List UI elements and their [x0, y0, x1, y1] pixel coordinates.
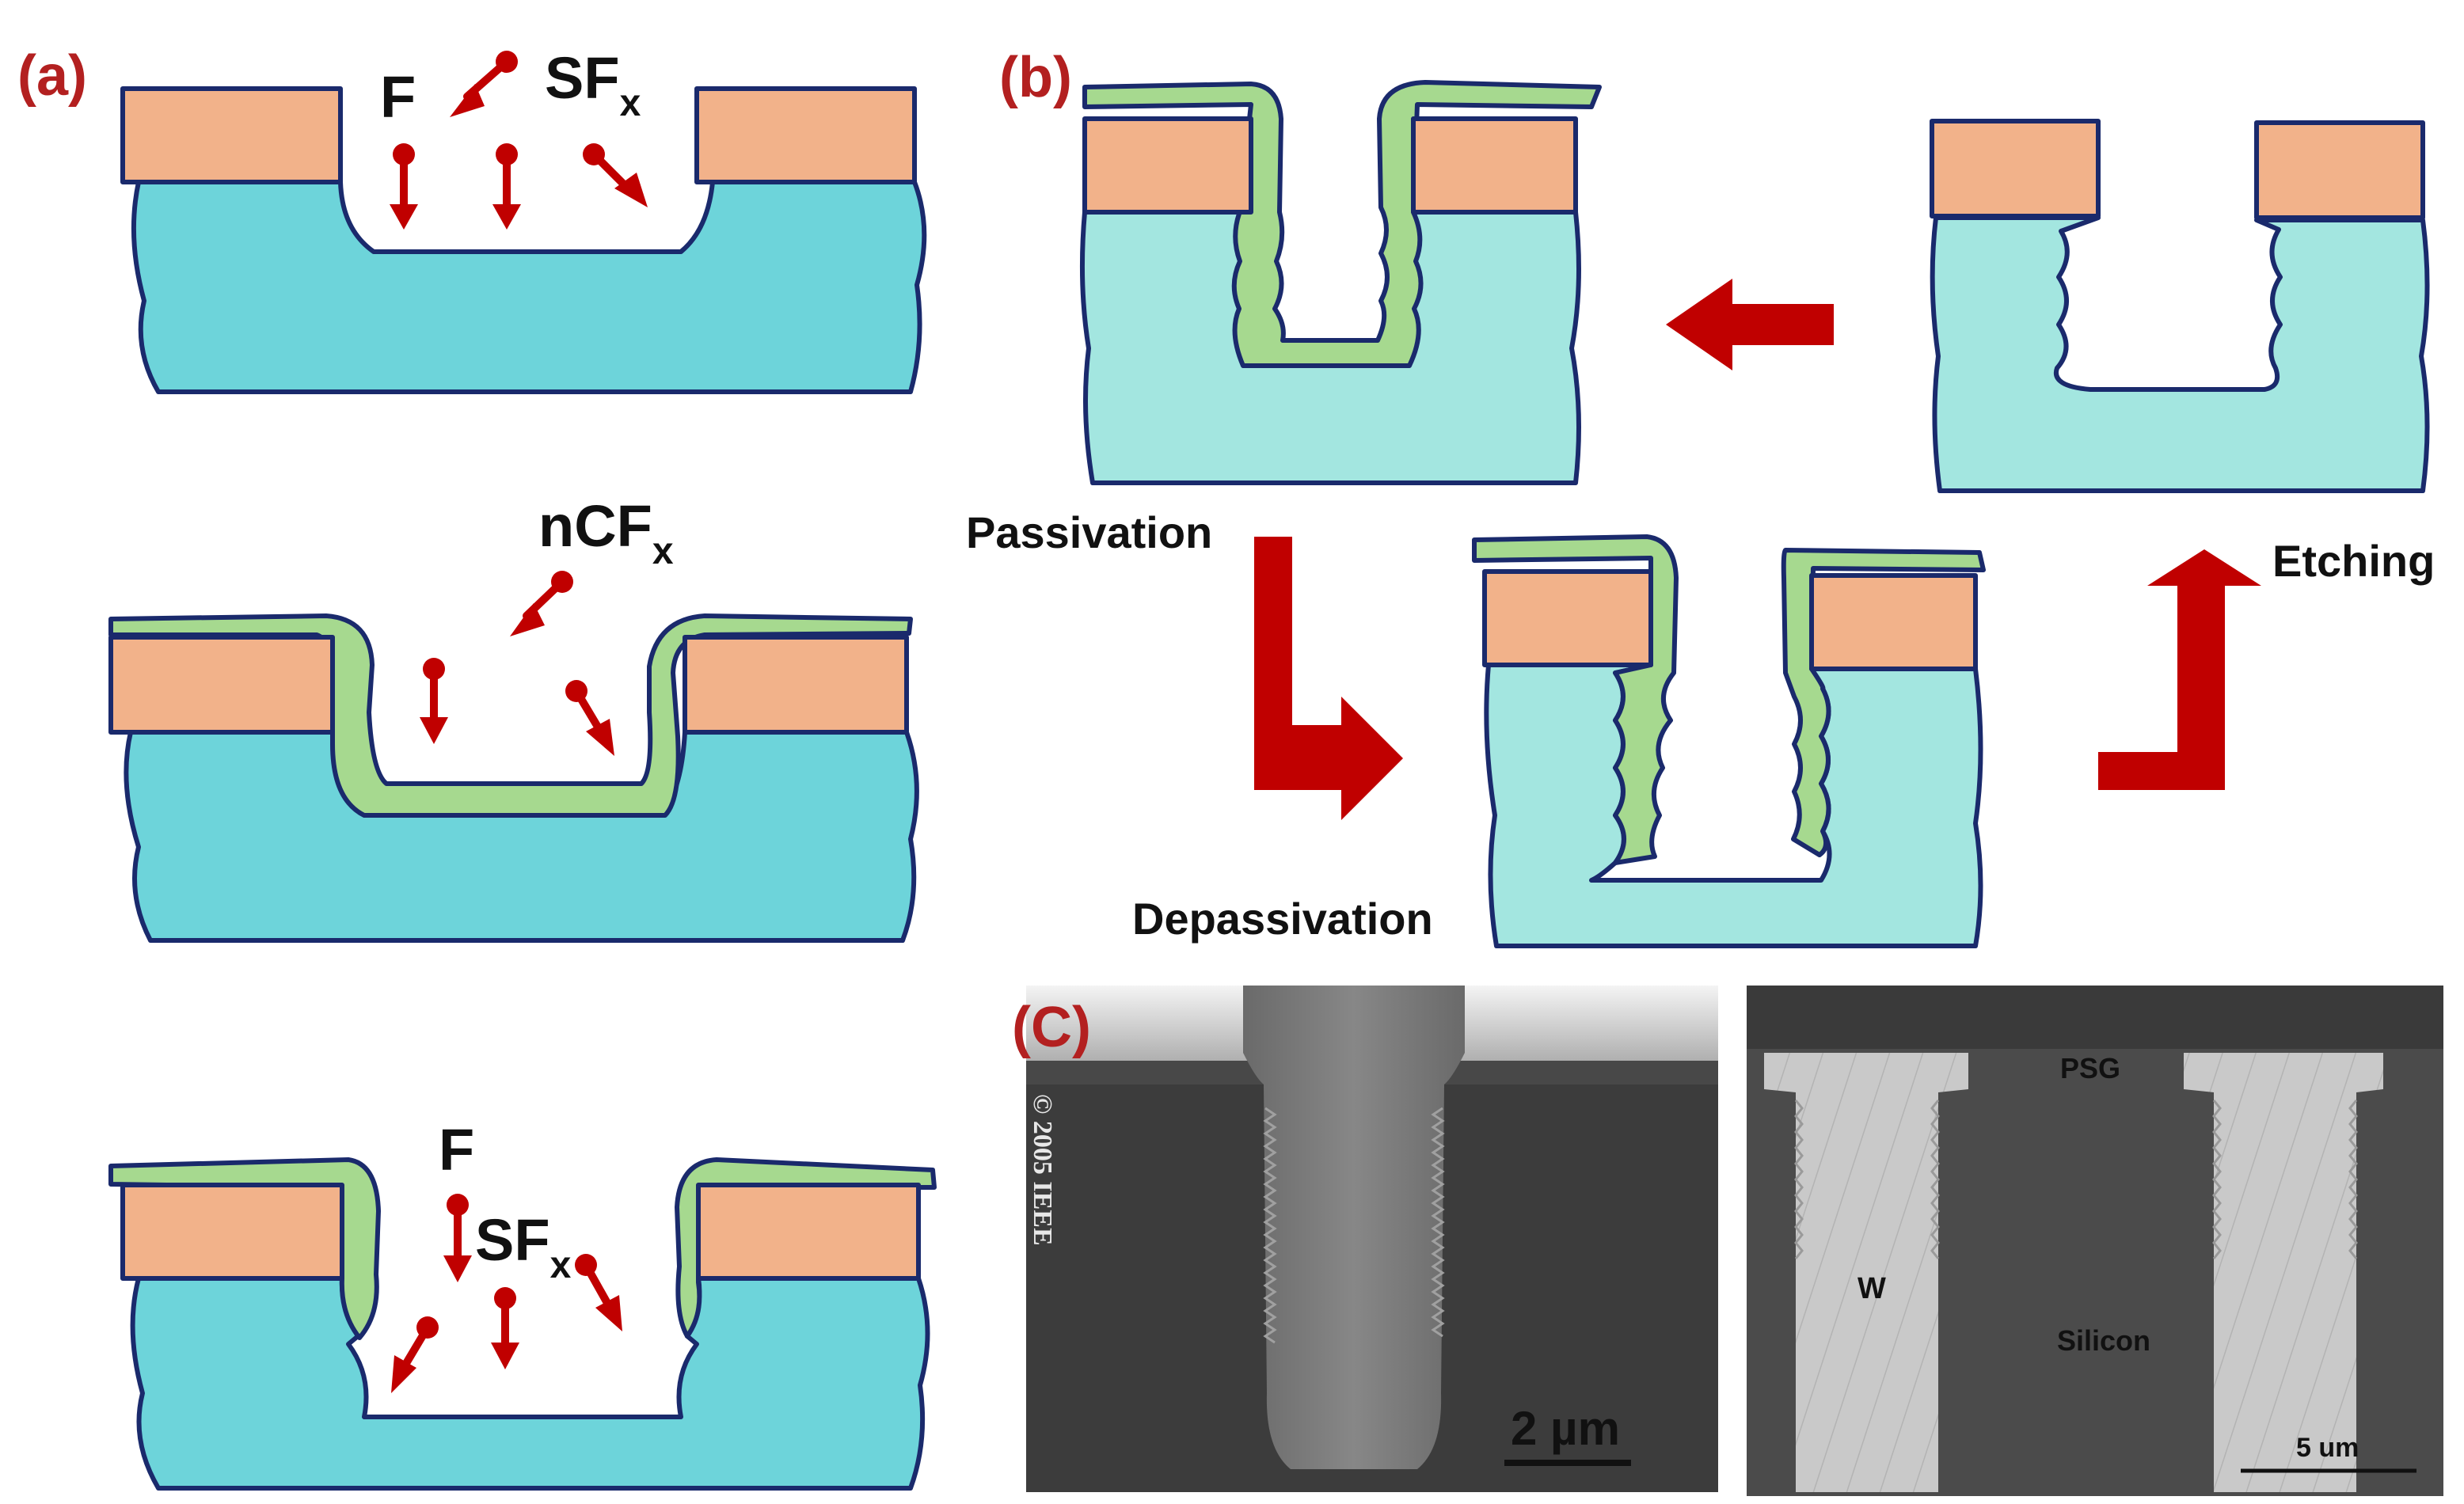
substrate-a2: [124, 730, 919, 943]
ion-label-sfx-a3: SFx: [475, 1207, 572, 1286]
cycle-label-passivation: Passivation: [966, 507, 1212, 557]
ion-arrow: [443, 1194, 472, 1282]
sem-trench-fill: [1243, 986, 1465, 1469]
ion-arrow: [583, 143, 648, 207]
panel-label-a: (a): [17, 44, 87, 108]
diagram-a2-passivation: [108, 613, 919, 943]
cycle-arrows: [1254, 279, 2261, 820]
ion-arrow: [391, 1316, 439, 1393]
mask-b1-right: [1411, 116, 1578, 215]
sem-copyright: © 2005 IEEE: [1028, 1094, 1057, 1246]
sem-w-edge-scallops: [1794, 1100, 2358, 1259]
substrate-a1: [131, 180, 927, 394]
sem-label-w: W: [1858, 1272, 1886, 1305]
diagram-b1-passivated-trench: [1079, 80, 1602, 485]
arrow-depassivation-to-etching: [2098, 549, 2261, 790]
ion-label-f-a1: F: [380, 64, 416, 130]
ion-label-sfx-a3-main: SF: [475, 1207, 550, 1273]
passivation-b3: [1472, 534, 1986, 865]
mask-a1-right: [694, 86, 917, 184]
passivation-b1: [1082, 80, 1602, 368]
mask-b2-left: [1930, 119, 2101, 218]
passivation-a2: [108, 613, 913, 818]
ion-label-ncfx-a2-sub: x: [652, 530, 674, 572]
ion-arrow: [510, 571, 573, 636]
ion-arrow: [492, 143, 521, 230]
ion-arrow: [390, 143, 418, 230]
arrow-passivation-to-depassivation: [1254, 537, 1403, 820]
substrate-b3: [1484, 663, 1983, 948]
sem-scale-label-left: 2 µm: [1511, 1402, 1620, 1455]
mask-a2-left: [108, 635, 335, 735]
ion-label-f-a3: F: [439, 1117, 474, 1183]
sem-scale-label-right: 5 um: [2296, 1433, 2359, 1463]
ion-label-sfx-a1-sub: x: [620, 82, 641, 124]
ion-label-ncfx-a2-main: nCF: [538, 493, 652, 559]
mask-a2-right: [683, 635, 909, 735]
ion-arrows-a1: [390, 51, 648, 230]
ion-arrows-a2: [420, 571, 614, 756]
substrate-b2: [1930, 215, 2430, 493]
ion-arrow: [450, 51, 518, 117]
mask-a3-right: [696, 1183, 921, 1281]
cycle-label-etching: Etching: [2272, 536, 2435, 586]
ion-label-sfx-a3-sub: x: [550, 1244, 572, 1286]
mask-a1-left: [120, 86, 343, 184]
ion-label-sfx-a1-main: SF: [545, 45, 620, 111]
diagram-a1-etch: [120, 86, 927, 394]
passivation-a3-left: [108, 1157, 381, 1340]
diagram-a3-etch: [108, 1157, 937, 1491]
sem-label-silicon: Silicon: [2057, 1324, 2150, 1357]
diagram-b3-depassivated-trench: [1472, 534, 1986, 948]
sem-tungsten-column-right: [2184, 1053, 2383, 1492]
arrow-etching-to-passivation: [1666, 279, 1834, 370]
ion-arrow: [491, 1287, 519, 1369]
ion-arrow: [565, 680, 614, 756]
mask-b3-right: [1809, 573, 1978, 671]
ion-arrows-a3: [391, 1194, 622, 1393]
ion-label-sfx-a1: SFx: [545, 45, 641, 124]
mask-b3-left: [1482, 569, 1653, 667]
mask-a3-left: [120, 1183, 344, 1281]
sem-tungsten-column-left: [1764, 1053, 1968, 1492]
mask-b2-right: [2254, 120, 2425, 220]
panel-label-c: (C): [1012, 996, 1091, 1059]
ion-label-ncfx-a2: nCFx: [538, 493, 674, 572]
sem-label-psg: PSG: [2060, 1052, 2120, 1084]
passivation-a3-right: [675, 1157, 937, 1339]
ion-arrow: [420, 658, 448, 744]
substrate-a3: [130, 1276, 930, 1491]
diagram-b2-etched-trench: [1930, 119, 2430, 493]
ion-arrow: [575, 1254, 622, 1331]
sem-sidewall-scallops: [1263, 1107, 1445, 1344]
cycle-label-depassivation: Depassivation: [1132, 894, 1433, 944]
sem-image-right: [1747, 986, 2443, 1496]
mask-b1-left: [1082, 116, 1253, 215]
sem-image-left: [1026, 986, 1718, 1492]
panel-label-b: (b): [999, 46, 1072, 109]
